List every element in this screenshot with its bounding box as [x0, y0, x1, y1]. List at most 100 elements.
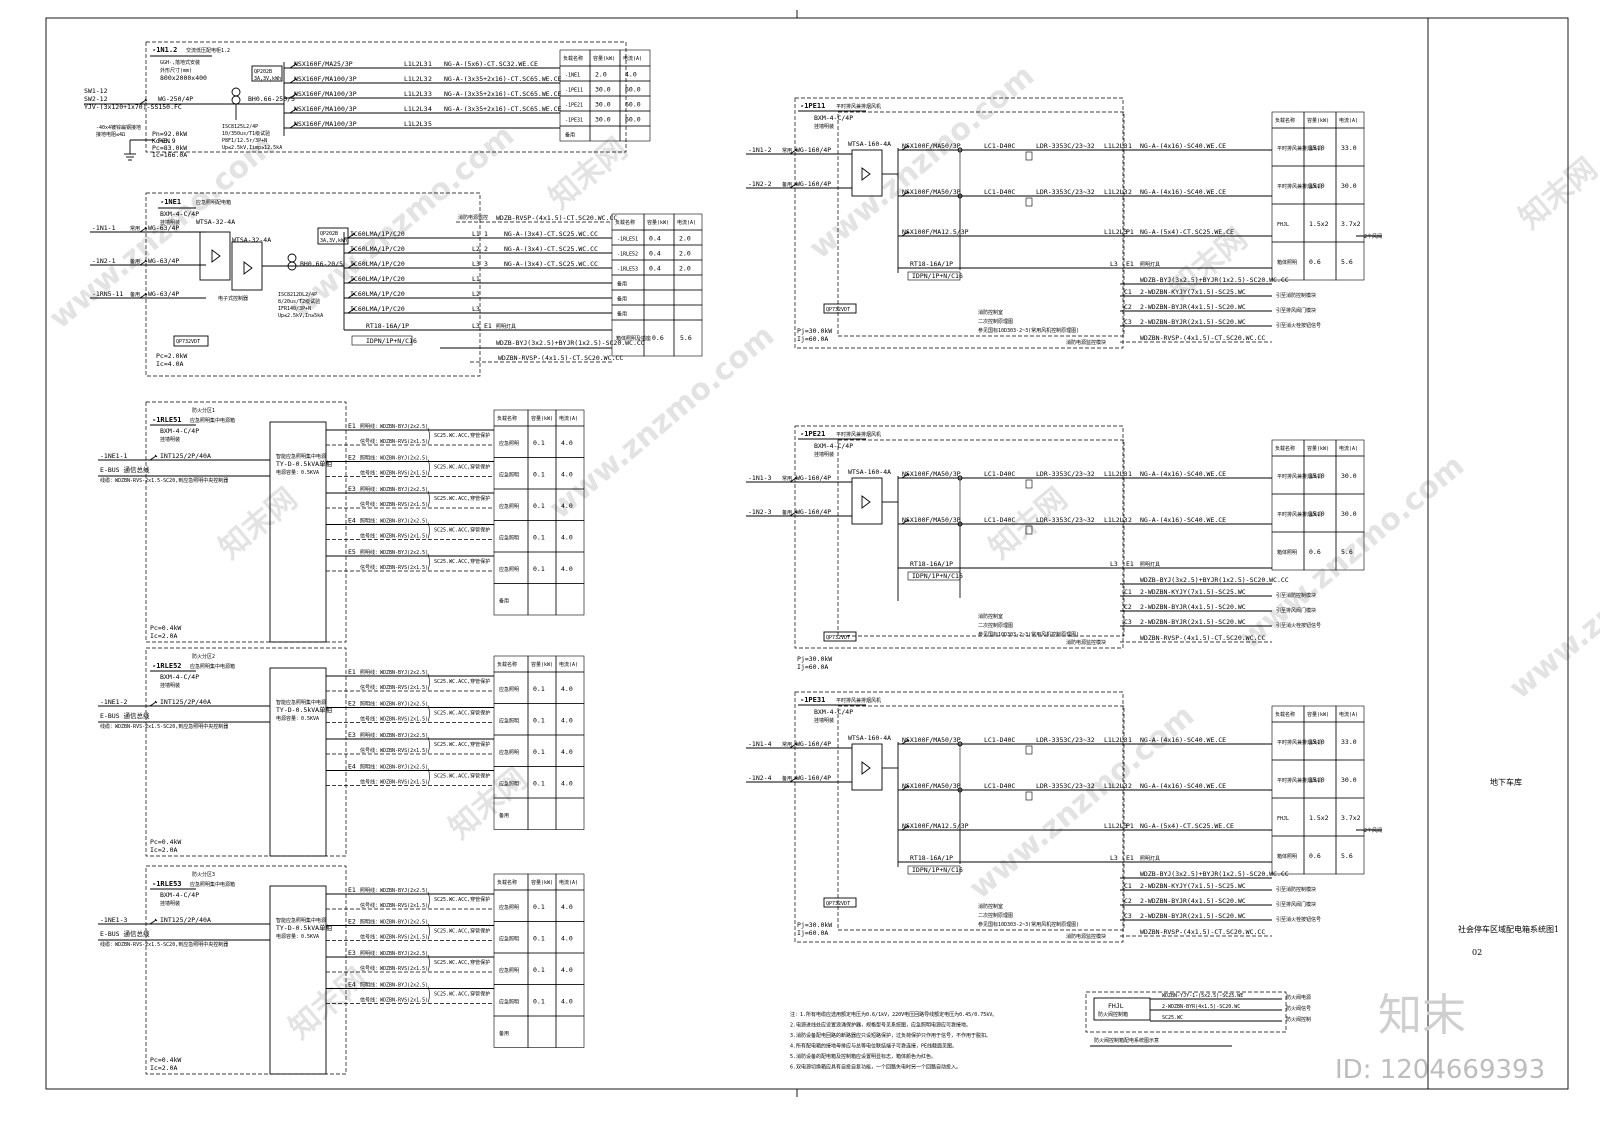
breaker-cross [294, 107, 298, 111]
input-source: -1N2-4 [748, 774, 772, 782]
panel-desc: 应急照明配电箱 [196, 199, 231, 206]
fhjl-legend-frame [1085, 991, 1287, 1033]
psu-capacity: 电源容量：0.5KVA [276, 933, 319, 940]
light-breaker-box [907, 571, 961, 581]
breaker-cross [154, 700, 158, 704]
panel-model: BXM-4-C/4P [814, 708, 853, 716]
light-breaker-box [907, 865, 961, 875]
breaker-cross [352, 262, 356, 266]
load-spec: Ic=166.0A [152, 151, 187, 159]
load-kw: 0.1 [533, 997, 545, 1005]
ats-symbol [861, 167, 871, 181]
input-breaker [789, 511, 797, 517]
breaker-cross [906, 472, 910, 476]
branch-number: 3 [484, 260, 488, 268]
control-target: 引至消火栓按钮信号 [1276, 916, 1321, 923]
breaker-cross [906, 738, 910, 742]
p1-phase: L1L2L3 [1104, 228, 1128, 236]
ct-symbol [231, 95, 241, 105]
input-source: -1RN5-11 [92, 290, 123, 298]
breaker-cross [144, 226, 148, 230]
load-target: 应急照明 [499, 717, 519, 724]
branch-breaker-model: IC60LMA/1P/C20 [350, 260, 405, 268]
fan-cable: NG-A-(4x16)-SC40.WE.CE [1140, 188, 1226, 196]
load-kw: 15.0 [1309, 776, 1325, 784]
p1-cable: NG-A-(5x4)-CT.SC25.WE.CE [1140, 228, 1234, 236]
load-a: 4.0 [561, 533, 573, 541]
rle-panel-boundary [145, 647, 347, 857]
monitor-box [173, 335, 209, 347]
load-target: 应急照明 [499, 935, 519, 942]
design-note: 3.消防设备配电回路的断路器应只设短路保护，过负荷保护只作用于信号，不作用于脱扣… [790, 1032, 991, 1039]
table-header-label: 容量(kW) [1307, 711, 1329, 718]
sheet-number: 02 [1472, 948, 1482, 957]
light-cable: WDZB-BYJ(3x2.5)+BYJR(1x2.5)-SC20.WC.CC [1140, 576, 1289, 584]
signal-cable: WDZBN-RVSP-(4x1.5)-CT.SC20.WC.CC [1140, 928, 1265, 936]
breaker-cross [352, 292, 356, 296]
light-label: 照明灯具 [1140, 261, 1160, 268]
monitor-model: QP732VDT [176, 339, 200, 345]
circuit-cable: 照明线：WDZBN-BYJ(2x2.5) [360, 455, 428, 462]
circuit-pipe: SC25.WC.ACC,穿管保护 [434, 896, 490, 903]
panel-desc: 平时排风兼排烟风机 [836, 697, 881, 704]
load-spec: Ic=2.0A [150, 846, 177, 854]
load-target: 备用 [617, 296, 627, 303]
circuit-number: E2 [348, 454, 356, 462]
watermark-text: www.znzmo.com [1503, 498, 1600, 706]
meter-spec: 3A,3V,kWh [254, 76, 281, 82]
bus-cable: 线缆：WDZBN-RVS-2x1.5-SC20,到应急照明中央控制器 [100, 941, 228, 948]
panel-install: 挂墙明装 [160, 682, 180, 689]
circuit-signal-cable: 信号线：WDZBN-RVS(2x1.5) [360, 902, 428, 909]
light-cable: WDZB-BYJ(3x2.5)+BYJR(1x2.5)-SC20.WC.CC [1140, 276, 1289, 284]
load-target: 应急照明 [499, 471, 519, 478]
input-breaker [149, 455, 157, 461]
circuit-signal-cable: 信号线：WDZBN-RVS(2x1.5) [360, 438, 428, 445]
light-phase: L3 [1110, 560, 1118, 568]
fan-phase: L1L2L3 [1104, 782, 1128, 790]
control-cable: 2-WDZBN-BYJR(2x1.5)-SC20.WC [1140, 318, 1246, 326]
contactor-model: LC1-D40C [984, 470, 1015, 478]
monitor-model: QP732VDT [826, 635, 850, 641]
input-source: -1NE1-2 [100, 698, 127, 706]
input-source: -1N1-4 [748, 740, 772, 748]
panel-desc: 平时排风兼排烟风机 [836, 103, 881, 110]
psu-box [269, 421, 327, 643]
fan-breaker [901, 739, 909, 745]
ats-symbol [243, 261, 253, 275]
load-a: 3.7x2 [1341, 814, 1361, 822]
circuit-number: E4 [348, 763, 356, 771]
bus-cable: 线缆：WDZBN-RVS-2x1.5-SC20,到应急照明中央控制器 [100, 723, 228, 730]
bus-cable: 线缆：WDZBN-RVS-2x1.5-SC20,到应急照明中央控制器 [100, 477, 228, 484]
table-cell [643, 274, 675, 291]
breaker-cross [352, 232, 356, 236]
load-kw: 1.5x2 [1309, 814, 1329, 822]
branch-number: 3 [428, 90, 432, 98]
ats-note: 电子式控制器 [218, 295, 248, 302]
fan-cable: NG-A-(4x16)-SC40.WE.CE [1140, 516, 1226, 524]
size-label: 外形尺寸(mm) [160, 67, 192, 74]
circuit-cable: 照明线：WDZBN-BYJ(2x2.5) [360, 919, 428, 926]
circuit-pipe: SC25.WC.ACC,穿管保护 [434, 959, 490, 966]
meter-box [317, 227, 349, 245]
load-a: 4.0 [625, 71, 637, 79]
control-number: C2 [1124, 897, 1132, 905]
light-breaker-box [907, 271, 961, 281]
panel-model: BXM-4-C/4P [160, 427, 199, 435]
brand-logo-text: 知末 [1378, 990, 1466, 1041]
contactor-model: LC1-D40C [984, 142, 1015, 150]
fan-breaker [901, 785, 909, 791]
table-cell [1335, 835, 1365, 875]
light-cable: WDZB-BYJ(3x2.5)+BYJR(1x2.5)-SC20.WC.CC [496, 339, 645, 347]
meter-model: QP202B [254, 69, 272, 75]
table-cell [673, 319, 703, 357]
psu-capacity: 电源容量：0.5KVA [276, 469, 319, 476]
light-phase: L3 [472, 322, 480, 330]
load-spec: Ij=60.0A [797, 929, 828, 937]
circuit-signal-cable: 信号线：WDZBN-RVS(2x1.5) [360, 934, 428, 941]
spd-spec: 8/20us/T2级试验 [278, 298, 320, 305]
breaker-cross [144, 292, 148, 296]
load-kw: 0.1 [533, 502, 545, 510]
bundle-bracket [427, 522, 430, 539]
circuit-pipe: SC25.WC.ACC,穿管保护 [434, 741, 490, 748]
